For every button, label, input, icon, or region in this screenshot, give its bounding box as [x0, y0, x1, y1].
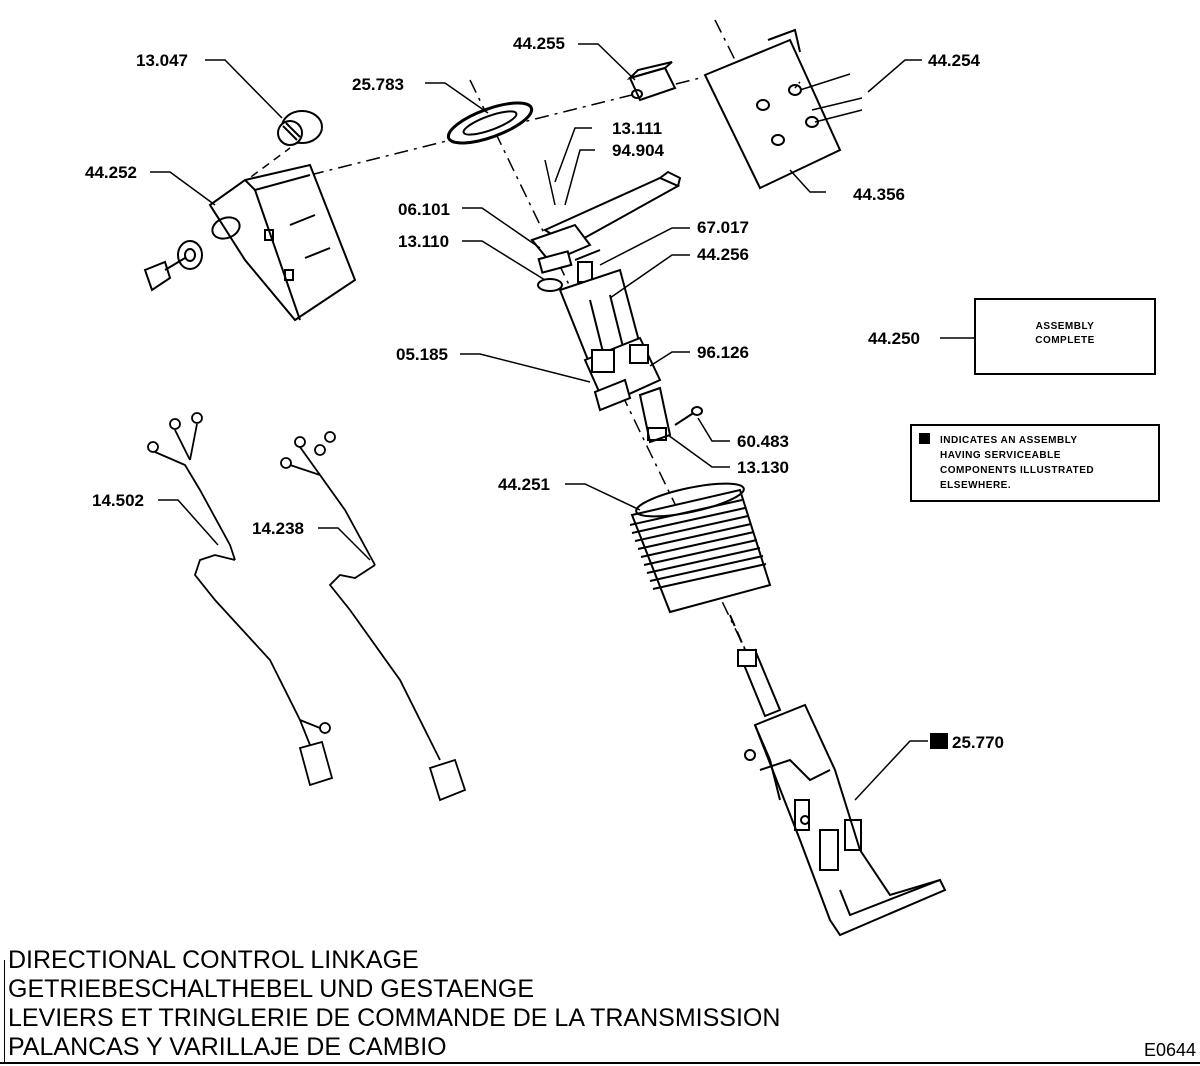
callout-14238: 14.238: [252, 519, 304, 538]
figure-code: E0644: [1143, 1040, 1196, 1060]
legend-note-line3: COMPONENTS ILLUSTRATED: [940, 465, 1094, 476]
leader-lines: [150, 43, 982, 801]
callout-44255: 44.255: [513, 34, 565, 53]
bottom-rule: [0, 1062, 1200, 1064]
center-axis-top: [714, 19, 736, 61]
title-spanish: PALANCAS Y VARILLAJE DE CAMBIO: [8, 1033, 447, 1061]
part-column-upper: [530, 223, 642, 381]
part-14502-harness: [147, 412, 334, 787]
callout-06101: 06.101: [398, 200, 450, 219]
part-lower-shaft: [729, 614, 782, 718]
callout-13047: 13.047: [136, 51, 188, 70]
assembly-line-upper: [309, 77, 701, 176]
callout-14502: 14.502: [92, 491, 144, 510]
title-german: GETRIEBESCHALTHEBEL UND GESTAENGE: [8, 975, 535, 1003]
callout-13111: 13.111: [612, 119, 662, 138]
callout-44250: 44.250: [868, 329, 920, 348]
assembly-box-line2: COMPLETE: [1035, 335, 1095, 346]
callout-05185: 05.185: [396, 345, 448, 364]
part-13130-shaft: [638, 386, 672, 444]
part-25783-washer: [446, 101, 534, 145]
part-13047-nut: [277, 110, 323, 146]
callout-25770: 25.770: [952, 733, 1004, 752]
part-44252-housing: [208, 163, 357, 322]
assembly-box-line1: ASSEMBLY: [1036, 321, 1095, 332]
title-english: DIRECTIONAL CONTROL LINKAGE: [8, 946, 419, 974]
assembly-complete-box: [974, 298, 1156, 375]
callout-94904: 94.904: [612, 141, 665, 160]
callout-44356: 44.356: [853, 185, 905, 204]
legend-square-icon: [919, 433, 930, 444]
callout-96126: 96.126: [697, 343, 749, 362]
part-25770-lower-assembly: [744, 703, 947, 937]
callout-44256: 44.256: [697, 245, 749, 264]
callout-13110: 13.110: [398, 232, 449, 251]
part-washer-bolt-left: [143, 240, 203, 292]
callout-25783: 25.783: [352, 75, 404, 94]
callout-67017: 67.017: [697, 218, 749, 237]
callout-44251: 44.251: [498, 475, 550, 494]
legend-note-line2: HAVING SERVICEABLE: [940, 450, 1061, 461]
title-french: LEVIERS ET TRINGLERIE DE COMMANDE DE LA …: [8, 1004, 781, 1032]
part-60483-screw: [674, 406, 703, 426]
callout-60483: 60.483: [737, 432, 789, 451]
legend-note-line4: ELSEWHERE.: [940, 480, 1011, 491]
callout-13130: 13.130: [737, 458, 789, 477]
assembly-marker-square-icon: [930, 733, 948, 749]
callout-44252: 44.252: [85, 163, 137, 182]
part-44356-plate: [703, 28, 842, 190]
legend-note-line1: INDICATES AN ASSEMBLY: [940, 435, 1078, 446]
part-14238-harness: [280, 431, 467, 802]
part-44254-screws: [794, 73, 863, 123]
callout-44254: 44.254: [928, 51, 981, 70]
legend-note-box: [910, 424, 1160, 502]
part-05185-bracket: [583, 336, 662, 412]
part-44251-boot: [629, 482, 772, 614]
assembly-line-knob: [239, 147, 291, 186]
title-left-rule: [4, 960, 5, 1062]
part-44255-block: [626, 61, 677, 102]
